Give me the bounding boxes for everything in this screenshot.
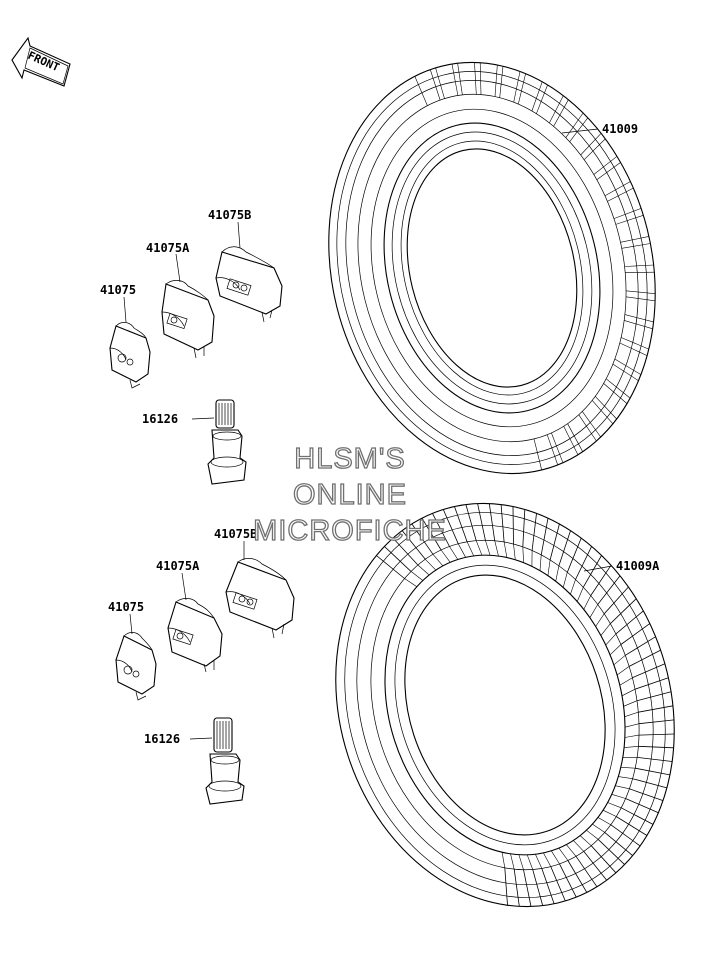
valve-stem-16126-top bbox=[208, 400, 246, 484]
label-41075-bottom: 41075 bbox=[108, 600, 144, 614]
watermark-line-2: ONLINE bbox=[293, 479, 407, 511]
label-41075A-top: 41075A bbox=[146, 241, 190, 255]
label-41009A: 41009A bbox=[616, 559, 660, 573]
tire-41009 bbox=[286, 27, 697, 508]
balance-weight-41075B-top bbox=[216, 247, 282, 322]
leader-lines bbox=[124, 129, 612, 739]
valve-stem-16126-bottom bbox=[206, 718, 244, 804]
watermark-line-3: MICROFICHE bbox=[253, 515, 447, 547]
watermark-line-1: HLSM'S bbox=[294, 443, 405, 475]
balance-weight-41075-bottom bbox=[116, 632, 156, 700]
watermark: HLSM'S ONLINE MICROFICHE bbox=[253, 443, 447, 547]
label-41075-top: 41075 bbox=[100, 283, 136, 297]
label-41009: 41009 bbox=[602, 122, 638, 136]
balance-weight-41075A-top bbox=[162, 280, 214, 358]
balance-weight-41075A-bottom bbox=[168, 598, 222, 672]
balance-weight-41075B-bottom bbox=[226, 558, 294, 638]
label-41075B-bottom: 41075B bbox=[214, 527, 257, 541]
label-41075A-bottom: 41075A bbox=[156, 559, 200, 573]
label-16126-top: 16126 bbox=[142, 412, 178, 426]
label-16126-bottom: 16126 bbox=[144, 732, 180, 746]
label-41075B-top: 41075B bbox=[208, 208, 251, 222]
front-arrow-icon: FRONT bbox=[12, 38, 70, 86]
balance-weight-41075-top bbox=[110, 322, 150, 388]
